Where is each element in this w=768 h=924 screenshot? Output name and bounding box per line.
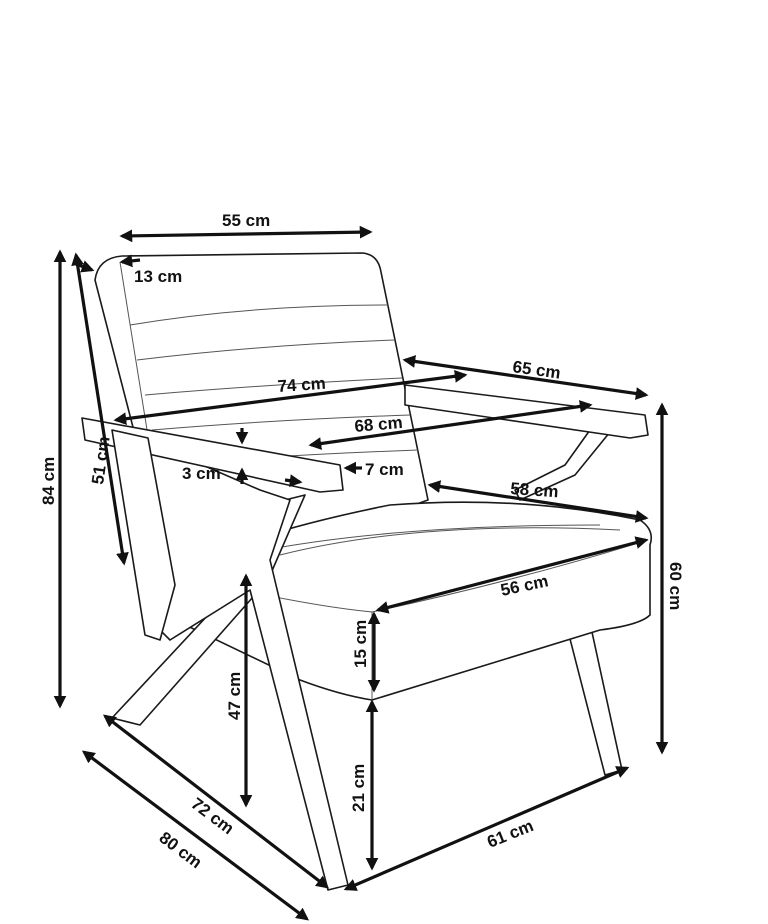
dim-line-61 [343, 766, 630, 891]
dimension-lines [53, 225, 669, 921]
dim-line-55 [119, 225, 373, 243]
dim-line-56 [375, 536, 649, 614]
label-leg-clearance: 21 cm [349, 764, 368, 812]
label-inner-width: 68 cm [354, 413, 404, 436]
dim-line-65 [402, 355, 649, 400]
label-armrest-width: 7 cm [365, 460, 404, 479]
label-armrest-length: 65 cm [511, 357, 561, 383]
label-seat-height: 47 cm [225, 672, 244, 720]
label-armrest-thickness: 3 cm [182, 464, 221, 483]
label-total-depth: 80 cm [156, 828, 206, 872]
dim-line-80 [81, 750, 310, 921]
dim-line-13b [119, 254, 141, 268]
dim-line-68 [308, 400, 593, 450]
dim-line-58 [427, 480, 649, 523]
dim-line-51 [71, 252, 129, 566]
label-seat-depth: 58 cm [510, 479, 559, 501]
label-backrest-depth: 13 cm [134, 267, 182, 286]
label-cushion-height: 15 cm [351, 620, 370, 668]
dim-line-3c [284, 474, 303, 487]
label-total-width-top: 74 cm [277, 374, 326, 396]
label-backrest-width: 55 cm [222, 211, 270, 230]
label-base-width: 61 cm [484, 816, 536, 852]
label-armrest-height: 60 cm [666, 562, 685, 610]
label-total-height: 84 cm [39, 457, 58, 505]
